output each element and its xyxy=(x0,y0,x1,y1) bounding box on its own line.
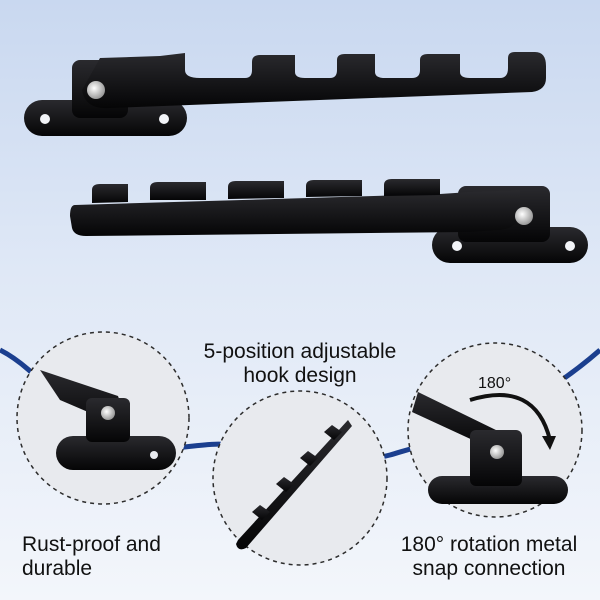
hook-bar-bottom xyxy=(70,179,588,263)
rotation-degree-label: 180° xyxy=(478,375,512,392)
hinge-bolt xyxy=(87,81,105,99)
hook-notch xyxy=(306,180,362,197)
mount-hole xyxy=(452,241,462,251)
caption-hook-design: 5-position adjustable hook design xyxy=(203,340,397,387)
mount-hole xyxy=(159,114,169,124)
hook-arm xyxy=(70,190,520,236)
hook-notch xyxy=(92,184,128,203)
detail-circle-hooks xyxy=(212,390,388,566)
detail-circle-rotation xyxy=(407,342,583,518)
hook-notch xyxy=(228,181,284,199)
hook-bar-top xyxy=(24,52,546,136)
caption-rotation: 180° rotation metal snap connection xyxy=(400,533,578,580)
mount-hole xyxy=(40,114,50,124)
rotation-arrow-icon xyxy=(469,393,552,441)
hinge-bolt xyxy=(515,207,533,225)
mount-hole xyxy=(565,241,575,251)
hook-notch xyxy=(384,179,440,196)
hook-notch xyxy=(150,182,206,200)
caption-durable: Rust-proof and durable xyxy=(22,533,161,580)
hook-arm xyxy=(82,52,546,109)
detail-circle-durable xyxy=(16,331,190,505)
